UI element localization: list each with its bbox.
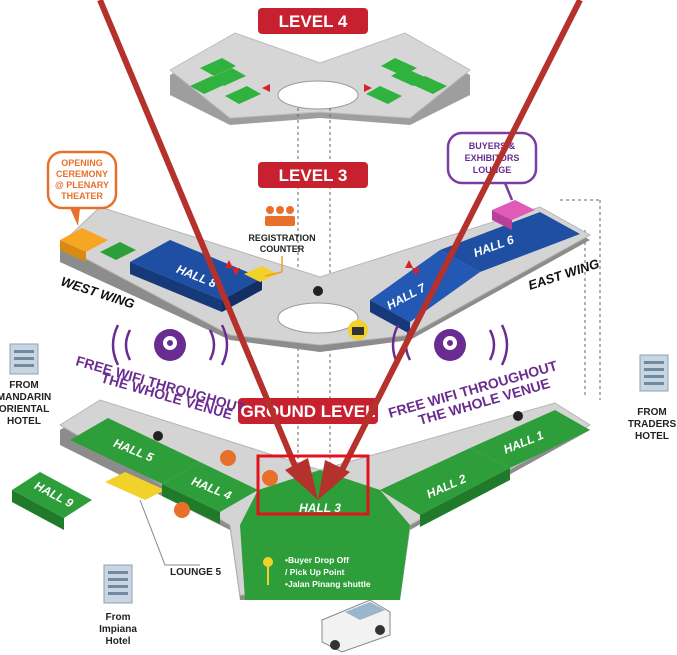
hall-1[interactable]: HALL 1 — [470, 410, 590, 468]
hall-9[interactable]: HALL 9 — [12, 472, 92, 530]
hall-3-label: HALL 3 — [299, 501, 341, 515]
info-icon — [313, 286, 323, 296]
ground-level-banner-label: GROUND LEVEL — [240, 402, 375, 421]
drop-off-zone — [240, 525, 410, 600]
building-icon — [9, 343, 39, 375]
registration-counter-callout: REGISTRATION COUNTER — [248, 206, 316, 277]
traders-line-3: HOTEL — [635, 431, 669, 442]
traders-hotel: FROM TRADERS HOTEL — [628, 354, 677, 442]
buyers-lounge — [492, 200, 535, 220]
lounge-5-callout: LOUNGE 5 — [139, 499, 222, 578]
impiana-line-2: Impiana — [99, 624, 137, 635]
hall-6[interactable]: HALL 6 — [440, 212, 580, 272]
restroom-icon-2 — [174, 502, 190, 518]
level-3-banner-label: LEVEL 3 — [279, 166, 348, 185]
mandarin-line-3: ORIENTAL — [0, 404, 49, 415]
registration-area — [244, 266, 278, 282]
opening-line-1: OPENING — [61, 158, 103, 168]
dropoff-line-2: / Pick Up Point — [285, 567, 345, 577]
traders-line-1: FROM — [637, 407, 666, 418]
ground-level-floor: HALL 5 HALL 4 HALL 9 HALL 3 HALL 2 — [12, 398, 591, 600]
level-3-green-room — [100, 242, 136, 260]
opening-ceremony-callout: OPENING CEREMONY @ PLENARY THEATER — [46, 150, 118, 226]
dropoff-line-3: •Jalan Pinang shuttle — [285, 579, 371, 589]
hall-4[interactable]: HALL 4 — [162, 462, 258, 524]
traders-line-2: TRADERS — [628, 419, 677, 430]
lounge-5-label: LOUNGE 5 — [170, 567, 222, 578]
level-3-floor: LEVEL 3 HALL 8 HALL 6 HALL 7 — [59, 162, 601, 352]
lounge-line-2: EXHIBITORS — [465, 153, 520, 163]
building-icon — [103, 564, 133, 604]
plenary-theater — [60, 228, 108, 252]
level-4-banner — [258, 8, 368, 34]
info-icon-ground-west — [153, 431, 163, 441]
opening-line-3: @ PLENARY — [55, 180, 109, 190]
hall-5[interactable]: HALL 5 — [70, 418, 200, 484]
lounge-line-1: BUYERS & — [469, 141, 516, 151]
shuttle-van-icon — [321, 599, 391, 653]
level-4-rooms-east — [366, 58, 447, 104]
info-icon-ground-east — [513, 411, 523, 421]
lounge-5-area — [105, 472, 165, 500]
mandarin-line-4: HOTEL — [7, 416, 41, 427]
level-4-floor: LEVEL 4 — [169, 8, 471, 125]
mandarin-line-1: FROM — [9, 380, 38, 391]
opening-line-4: THEATER — [61, 191, 103, 201]
level-3-banner — [258, 162, 368, 188]
dropoff-line-1: •Buyer Drop Off — [285, 555, 349, 565]
impiana-line-3: Hotel — [106, 636, 131, 647]
vertical-connectors — [297, 108, 601, 470]
level-4-atrium — [277, 80, 359, 110]
opening-line-2: CEREMONY — [56, 169, 108, 179]
mandarin-line-2: MANDARIN — [0, 392, 51, 403]
bus-stop-icon — [263, 557, 273, 585]
impiana-line-1: From — [106, 612, 131, 623]
buyers-lounge-callout: BUYERS & EXHIBITORS LOUNGE — [446, 131, 538, 201]
registration-line-2: COUNTER — [260, 244, 305, 254]
level-4-rooms-west — [190, 58, 261, 104]
hall-2[interactable]: HALL 2 — [380, 448, 510, 527]
pointer-arrows — [97, 0, 583, 500]
building-icon — [639, 354, 669, 392]
restroom-icon — [220, 450, 236, 466]
restroom-icon-3 — [262, 470, 278, 486]
level-3-atrium — [277, 302, 359, 334]
registration-line-1: REGISTRATION — [248, 233, 315, 243]
highlight-box — [256, 454, 370, 516]
people-icon — [265, 206, 295, 226]
level-4-banner-label: LEVEL 4 — [279, 12, 348, 31]
mandarin-oriental-hotel: FROM MANDARIN ORIENTAL HOTEL — [0, 343, 51, 427]
impiana-hotel: From Impiana Hotel — [99, 564, 137, 647]
